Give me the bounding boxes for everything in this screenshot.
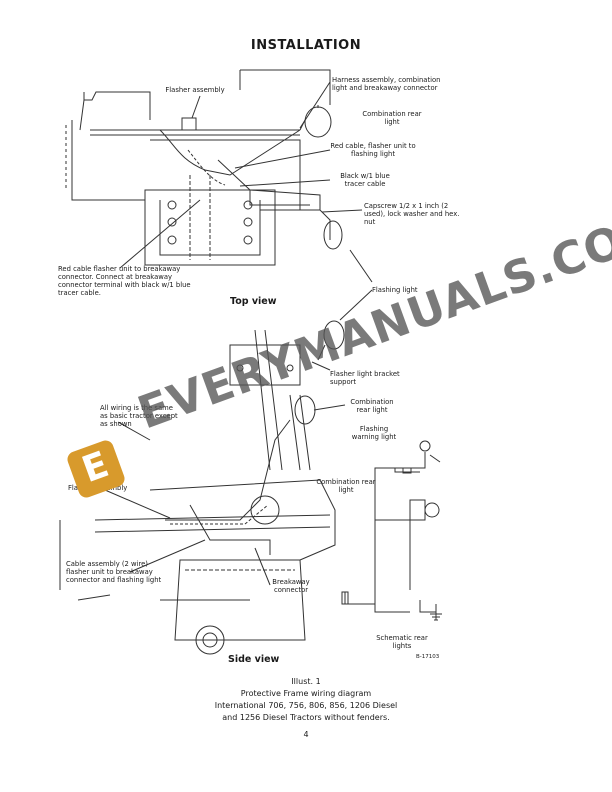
label-breakaway-connector: Breakaway connector	[272, 578, 310, 594]
label-harness-assembly: Harness assembly, combination light and …	[332, 76, 441, 92]
caption-line-4: and 1256 Diesel Tractors without fenders…	[222, 713, 390, 722]
label-red-cable: Red cable, flasher unit to flashing ligh…	[330, 142, 416, 158]
page-title: INSTALLATION	[250, 38, 362, 53]
label-combination-rear-light-schematic: Combination rear light	[316, 478, 376, 494]
label-black-tracer: Black w/1 blue tracer cable	[340, 172, 390, 188]
schematic-drawing	[341, 440, 442, 621]
caption-line-2: Protective Frame wiring diagram	[240, 689, 372, 698]
label-all-wiring: All wiring is the same as basic tractor …	[100, 404, 178, 428]
page-number: 4	[303, 730, 309, 739]
label-combination-rear-light-side: Combination rear light	[350, 398, 394, 414]
schematic-title: Schematic rear lights	[376, 634, 428, 650]
top-view-drawing	[65, 69, 373, 321]
top-view-title: Top view	[230, 296, 277, 307]
label-capscrew: Capscrew 1/2 x 1 inch (2 used), lock was…	[364, 202, 460, 226]
label-flashing-light: Flashing light	[372, 286, 418, 294]
label-flashing-warning-light: Flashing warning light	[351, 425, 397, 441]
figure-caption: Illust. 1 Protective Frame wiring diagra…	[0, 676, 612, 724]
figure-code: B-17103	[416, 654, 440, 660]
caption-line-3: International 706, 756, 806, 856, 1206 D…	[214, 701, 398, 710]
label-combination-rear-light-top: Combination rear light	[362, 110, 422, 126]
caption-line-1: Illust. 1	[291, 677, 321, 686]
label-cable-assembly: Cable assembly (2 wire) flasher unit to …	[66, 560, 162, 584]
label-red-cable-breakaway: Red cable flasher unit to breakaway conn…	[58, 265, 191, 297]
label-flasher-assembly-top: Flasher assembly	[165, 86, 225, 94]
label-flasher-light-bracket: Flasher light bracket support	[330, 370, 400, 386]
side-view-drawing	[59, 320, 346, 655]
side-view-title: Side view	[228, 654, 280, 665]
